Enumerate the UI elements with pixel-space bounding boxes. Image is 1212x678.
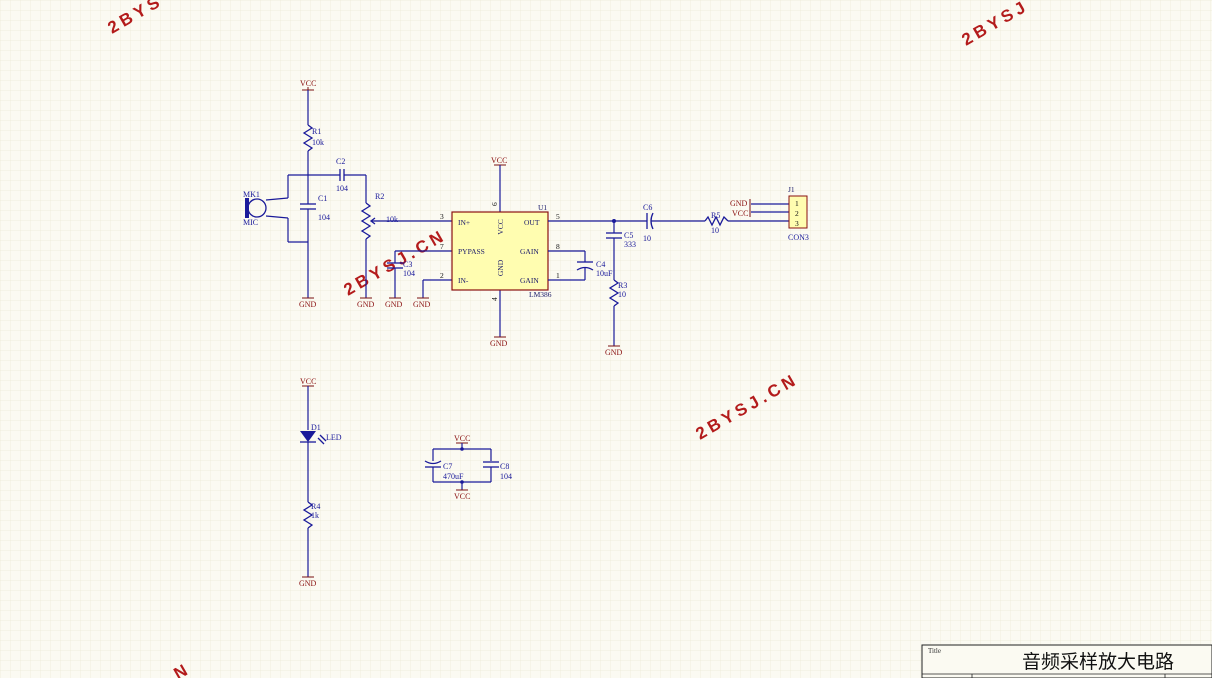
ic-u1-lm386: U1 LM386 IN+ PYPASS IN- OUT GAIN GAIN VC… xyxy=(440,202,560,301)
svg-text:C1: C1 xyxy=(318,194,327,203)
svg-text:C6: C6 xyxy=(643,203,652,212)
svg-text:1k: 1k xyxy=(311,511,319,520)
svg-text:C2: C2 xyxy=(336,157,345,166)
svg-text:VCC: VCC xyxy=(491,156,507,165)
svg-text:GAIN: GAIN xyxy=(520,276,539,285)
svg-text:104: 104 xyxy=(500,472,512,481)
capacitor-c3: C3 104 xyxy=(387,250,452,298)
svg-text:1: 1 xyxy=(795,199,799,208)
svg-text:R3: R3 xyxy=(618,281,627,290)
svg-text:2: 2 xyxy=(795,209,799,218)
svg-text:GND: GND xyxy=(605,348,623,357)
svg-text:VCC: VCC xyxy=(732,209,748,218)
svg-text:CON3: CON3 xyxy=(788,233,809,242)
svg-text:GND: GND xyxy=(299,300,317,309)
vcc-port-d1: VCC xyxy=(300,377,316,387)
resistor-r5: R5 10 xyxy=(704,211,729,235)
svg-text:GND: GND xyxy=(496,259,505,276)
gnd-port-r2: GND xyxy=(357,297,375,309)
vcc-port-decoupling-top: VCC xyxy=(454,434,470,444)
svg-text:C3: C3 xyxy=(403,260,412,269)
svg-text:VCC: VCC xyxy=(454,492,470,501)
svg-text:IN+: IN+ xyxy=(458,218,470,227)
svg-text:C7: C7 xyxy=(443,462,452,471)
svg-text:GND: GND xyxy=(730,199,748,208)
svg-text:3: 3 xyxy=(440,212,444,221)
capacitor-c1: C1 104 xyxy=(300,175,330,298)
svg-text:470uF: 470uF xyxy=(443,472,464,481)
gnd-port-u1: GND xyxy=(490,336,508,348)
svg-text:VCC: VCC xyxy=(300,79,316,88)
svg-text:10uF: 10uF xyxy=(596,269,613,278)
svg-text:3: 3 xyxy=(795,219,799,228)
svg-text:C8: C8 xyxy=(500,462,509,471)
title-block: Title 音频采样放大电路 xyxy=(921,644,1212,678)
gnd-port-j1: GND xyxy=(730,199,751,209)
svg-text:PYPASS: PYPASS xyxy=(458,247,485,256)
svg-text:6: 6 xyxy=(490,202,499,206)
svg-text:104: 104 xyxy=(336,184,348,193)
svg-text:C4: C4 xyxy=(596,260,605,269)
svg-text:VCC: VCC xyxy=(454,434,470,443)
gnd-port-r3: GND xyxy=(605,345,623,357)
capacitor-c4: C4 10uF xyxy=(576,260,613,278)
potentiometer-r2: R2 10k xyxy=(360,192,398,240)
gnd-port-in-minus: GND xyxy=(413,297,431,309)
resistor-r3: R3 10 xyxy=(608,279,627,307)
svg-text:R2: R2 xyxy=(375,192,384,201)
title-block-label: Title xyxy=(928,647,941,655)
svg-text:R1: R1 xyxy=(312,127,321,136)
vcc-port-j1: VCC xyxy=(732,208,751,218)
svg-text:VCC: VCC xyxy=(300,377,316,386)
svg-text:GAIN: GAIN xyxy=(520,247,539,256)
svg-text:MIC: MIC xyxy=(243,218,258,227)
page-title: 音频采样放大电路 xyxy=(1022,651,1174,673)
gnd-port-r4: GND xyxy=(299,576,317,588)
vcc-port-decoupling-bottom: VCC xyxy=(454,489,470,501)
svg-text:8: 8 xyxy=(556,242,560,251)
svg-text:U1: U1 xyxy=(538,203,547,212)
svg-text:GND: GND xyxy=(413,300,431,309)
svg-text:OUT: OUT xyxy=(524,218,540,227)
svg-text:GND: GND xyxy=(299,579,317,588)
svg-text:GND: GND xyxy=(357,300,375,309)
svg-text:104: 104 xyxy=(403,269,415,278)
svg-text:10: 10 xyxy=(643,234,651,243)
svg-text:R5: R5 xyxy=(711,211,720,220)
svg-text:GND: GND xyxy=(385,300,403,309)
gnd-port-c1: GND xyxy=(299,297,317,309)
svg-text:IN-: IN- xyxy=(458,276,469,285)
resistor-r1: R1 10k xyxy=(302,124,324,152)
svg-text:10k: 10k xyxy=(312,138,324,147)
svg-text:7: 7 xyxy=(440,242,444,251)
svg-text:R4: R4 xyxy=(311,502,320,511)
resistor-r4: R4 1k xyxy=(302,501,320,529)
svg-text:J1: J1 xyxy=(788,185,795,194)
connector-j1: J1 1 2 3 CON3 xyxy=(788,185,809,242)
svg-text:10k: 10k xyxy=(386,215,398,224)
gnd-port-c3: GND xyxy=(385,297,403,309)
svg-text:4: 4 xyxy=(490,297,499,301)
svg-text:MK1: MK1 xyxy=(243,190,260,199)
svg-text:VCC: VCC xyxy=(496,219,505,234)
svg-text:5: 5 xyxy=(556,212,560,221)
svg-text:GND: GND xyxy=(490,339,508,348)
svg-text:2: 2 xyxy=(440,271,444,280)
svg-text:1: 1 xyxy=(556,271,560,280)
microphone-mk1: MK1 MIC xyxy=(243,190,289,227)
svg-text:10: 10 xyxy=(711,226,719,235)
svg-text:D1: D1 xyxy=(311,423,321,432)
svg-text:LED: LED xyxy=(326,433,342,442)
svg-text:333: 333 xyxy=(624,240,636,249)
vcc-port-u1: VCC xyxy=(491,156,507,166)
svg-text:LM386: LM386 xyxy=(529,290,552,299)
svg-text:104: 104 xyxy=(318,213,330,222)
svg-text:10: 10 xyxy=(618,290,626,299)
svg-text:C5: C5 xyxy=(624,231,633,240)
